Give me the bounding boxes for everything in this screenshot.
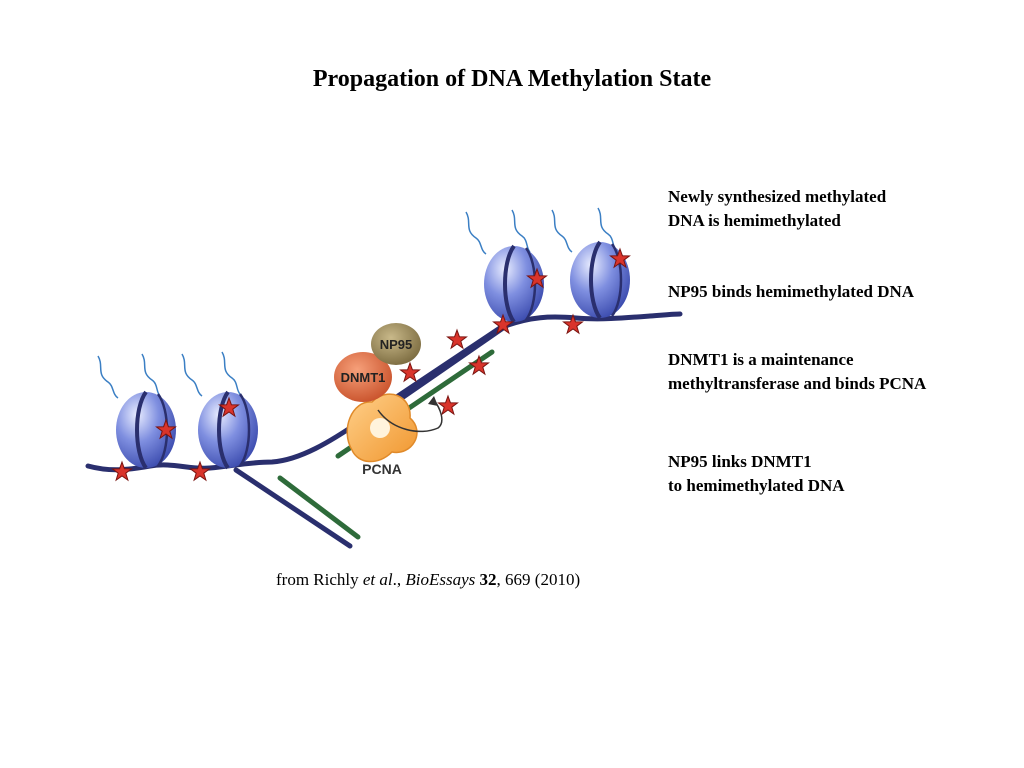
note-line: NP95 binds hemimethylated DNA	[668, 282, 915, 301]
citation-prefix: from Richly	[276, 570, 363, 589]
methyl-star-icon	[189, 460, 211, 482]
methyl-star-icon	[437, 394, 459, 416]
histone-tails	[97, 207, 617, 399]
methyl-star-icon	[492, 313, 514, 335]
note-hemimethylated: Newly synthesized methylated DNA is hemi…	[668, 185, 886, 233]
methyl-star-icon	[155, 418, 177, 440]
pcna-clamp	[346, 393, 418, 463]
note-np95-binds: NP95 binds hemimethylated DNA	[668, 280, 914, 304]
methyl-star-icon	[526, 267, 548, 289]
np95-protein	[371, 323, 421, 365]
dnmt1-label: DNMT1	[341, 370, 386, 385]
methyl-transfer-arrow	[377, 399, 443, 433]
note-line: to hemimethylated DNA	[668, 476, 845, 495]
citation: from Richly et al., BioEssays 32, 669 (2…	[276, 570, 580, 590]
arrowhead	[428, 396, 438, 406]
methyl-star-icon	[468, 354, 490, 376]
methyl-star-icon	[562, 313, 584, 335]
dnmt1-protein	[334, 352, 392, 402]
methyl-star-icon	[218, 396, 240, 418]
citation-journal: BioEssays	[405, 570, 476, 589]
note-line: DNA is hemimethylated	[668, 211, 841, 230]
methyl-star-icon	[111, 460, 133, 482]
nucleosome	[570, 240, 630, 320]
note-np95-links: NP95 links DNMT1 to hemimethylated DNA	[668, 450, 845, 498]
note-line: Newly synthesized methylated	[668, 187, 887, 206]
citation-rest: , 669 (2010)	[496, 570, 581, 589]
citation-sep: .,	[392, 570, 406, 589]
methyl-star-icon	[446, 328, 468, 350]
note-line: DNMT1 is a maintenance	[668, 350, 854, 369]
note-line: NP95 links DNMT1	[668, 452, 812, 471]
citation-etal: et al	[362, 570, 393, 589]
slide-title: Propagation of DNA Methylation State	[312, 66, 712, 92]
note-line: methyltransferase and binds PCNA	[668, 374, 927, 393]
methyl-star-icon	[609, 247, 631, 269]
methyl-marks	[111, 247, 631, 482]
methyl-star-icon	[399, 361, 421, 383]
note-dnmt1-maintenance: DNMT1 is a maintenance methyltransferase…	[668, 348, 926, 396]
nucleosome	[198, 390, 258, 470]
citation-volume: 32	[479, 570, 497, 589]
np95-label: NP95	[380, 337, 413, 352]
nucleosome	[484, 244, 544, 324]
pcna-label: PCNA	[362, 461, 402, 477]
